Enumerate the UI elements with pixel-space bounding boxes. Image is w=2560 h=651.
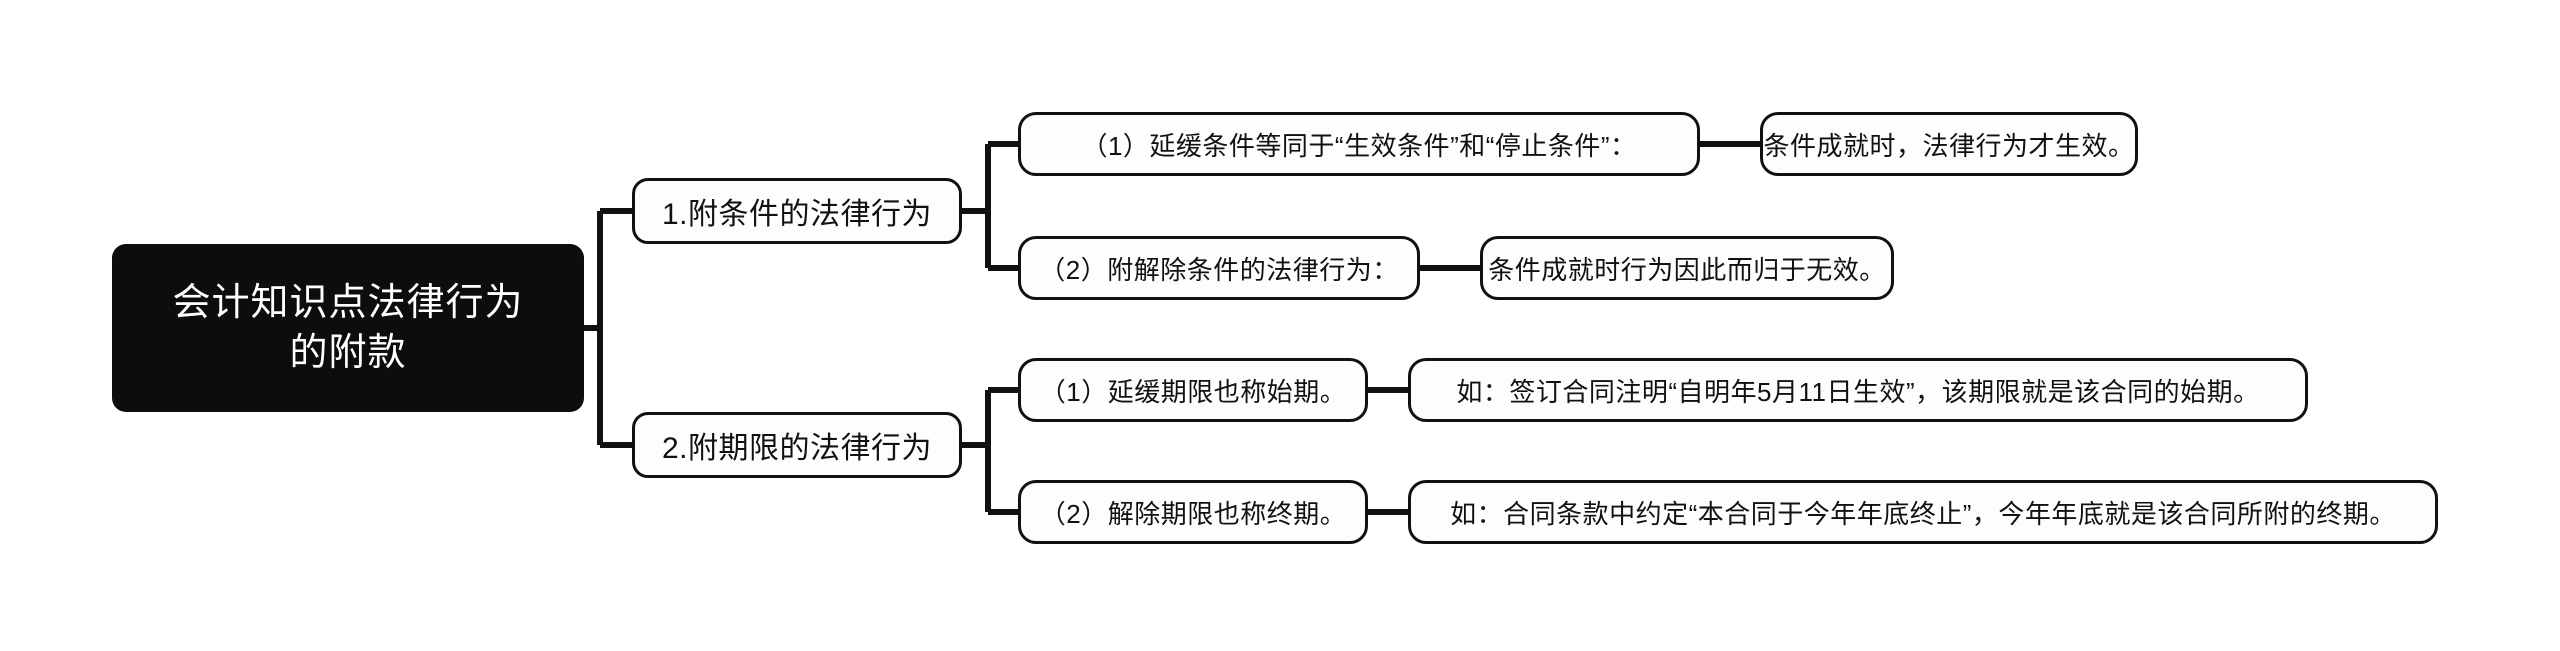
leaf-node-1-2-label: （2）附解除条件的法律行为： (1039, 254, 1399, 285)
root-node[interactable]: 会计知识点法律行为 的附款 (112, 244, 584, 412)
root-node-label-line1: 会计知识点法律行为 (172, 281, 524, 324)
leaf-node-1-1-label: （1）延缓条件等同于“生效条件”和“停止条件”： (1081, 130, 1637, 161)
detail-node-1-2[interactable]: 条件成就时行为因此而归于无效。 (1480, 236, 1894, 300)
detail-node-1-1[interactable]: 条件成就时，法律行为才生效。 (1760, 112, 2138, 176)
detail-node-2-1[interactable]: 如：签订合同注明“自明年5月11日生效”，该期限就是该合同的始期。 (1408, 358, 2308, 422)
leaf-node-2-2[interactable]: （2）解除期限也称终期。 (1018, 480, 1368, 544)
detail-node-2-2[interactable]: 如：合同条款中约定“本合同于今年年底终止”，今年年底就是该合同所附的终期。 (1408, 480, 2438, 544)
leaf-node-1-1[interactable]: （1）延缓条件等同于“生效条件”和“停止条件”： (1018, 112, 1700, 176)
root-node-label-line2: 的附款 (289, 332, 407, 374)
branch-node-2[interactable]: 2.附期限的法律行为 (632, 412, 962, 478)
leaf-node-2-1[interactable]: （1）延缓期限也称始期。 (1018, 358, 1368, 422)
branch-node-1[interactable]: 1.附条件的法律行为 (632, 178, 962, 244)
detail-node-2-2-label: 如：合同条款中约定“本合同于今年年底终止”，今年年底就是该合同所附的终期。 (1450, 498, 2396, 529)
detail-node-2-1-label: 如：签订合同注明“自明年5月11日生效”，该期限就是该合同的始期。 (1456, 376, 2260, 407)
leaf-node-2-2-label: （2）解除期限也称终期。 (1039, 498, 1347, 529)
detail-node-1-2-label: 条件成就时行为因此而归于无效。 (1488, 254, 1886, 285)
leaf-node-1-2[interactable]: （2）附解除条件的法律行为： (1018, 236, 1420, 300)
branch-node-1-label: 1.附条件的法律行为 (661, 198, 933, 231)
branch-node-2-label: 2.附期限的法律行为 (661, 432, 933, 465)
leaf-node-2-1-label: （1）延缓期限也称始期。 (1039, 376, 1347, 407)
detail-node-1-1-label: 条件成就时，法律行为才生效。 (1763, 130, 2135, 161)
